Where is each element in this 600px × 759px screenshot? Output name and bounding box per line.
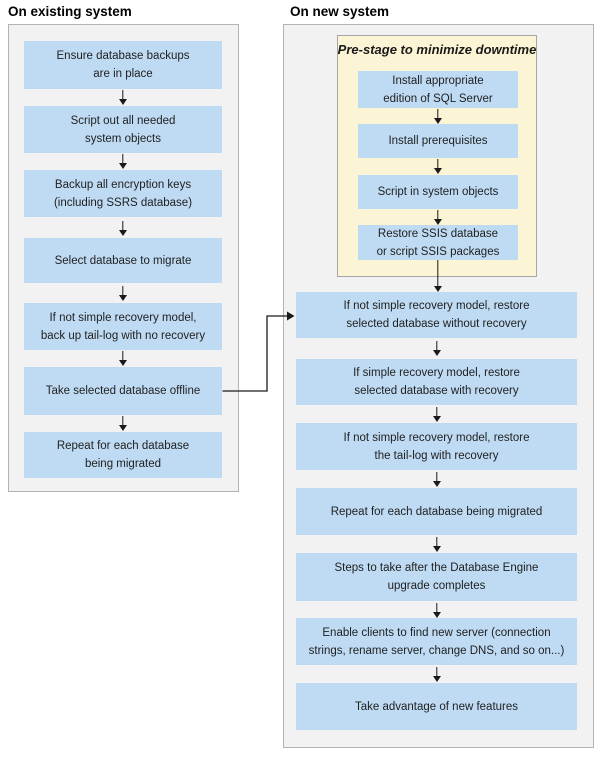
step-new-features: Take advantage of new features [296,683,577,730]
step-backup-taillog: If not simple recovery model, back up ta… [24,303,222,350]
step-backup-keys: Backup all encryption keys (including SS… [24,170,222,217]
down-arrow-icon [432,603,441,618]
down-arrow-icon [118,90,127,105]
down-arrow-icon [118,286,127,301]
step-select-database: Select database to migrate [24,238,222,283]
down-arrow-icon [118,416,127,431]
down-arrow-icon [432,407,441,422]
step-restore-taillog: If not simple recovery model, restore th… [296,423,577,470]
down-arrow-icon [432,341,441,356]
existing-system-heading: On existing system [8,4,132,19]
down-arrow-icon [432,472,441,487]
step-install-prereqs: Install prerequisites [358,124,518,158]
step-repeat-existing: Repeat for each database being migrated [24,432,222,478]
step-post-upgrade: Steps to take after the Database Engine … [296,553,577,601]
step-restore-with-recovery: If simple recovery model, restore select… [296,359,577,405]
step-restore-without-recovery: If not simple recovery model, restore se… [296,292,577,338]
down-arrow-icon [432,667,441,682]
step-ensure-backups: Ensure database backups are in place [24,41,222,89]
down-arrow-icon [433,260,442,292]
step-script-out-objects: Script out all needed system objects [24,106,222,153]
step-script-in-objects: Script in system objects [358,175,518,209]
prestage-title: Pre-stage to minimize downtime [337,42,537,57]
down-arrow-icon [118,154,127,169]
down-arrow-icon [118,221,127,236]
step-install-sql-server: Install appropriate edition of SQL Serve… [358,71,518,108]
down-arrow-icon [433,159,442,174]
step-take-offline: Take selected database offline [24,367,222,415]
down-arrow-icon [433,109,442,124]
new-system-heading: On new system [290,4,390,19]
step-repeat-new: Repeat for each database being migrated [296,488,577,535]
down-arrow-icon [432,537,441,552]
step-enable-clients: Enable clients to find new server (conne… [296,618,577,665]
step-restore-ssis: Restore SSIS database or script SSIS pac… [358,225,518,260]
down-arrow-icon [118,351,127,366]
down-arrow-icon [433,210,442,225]
